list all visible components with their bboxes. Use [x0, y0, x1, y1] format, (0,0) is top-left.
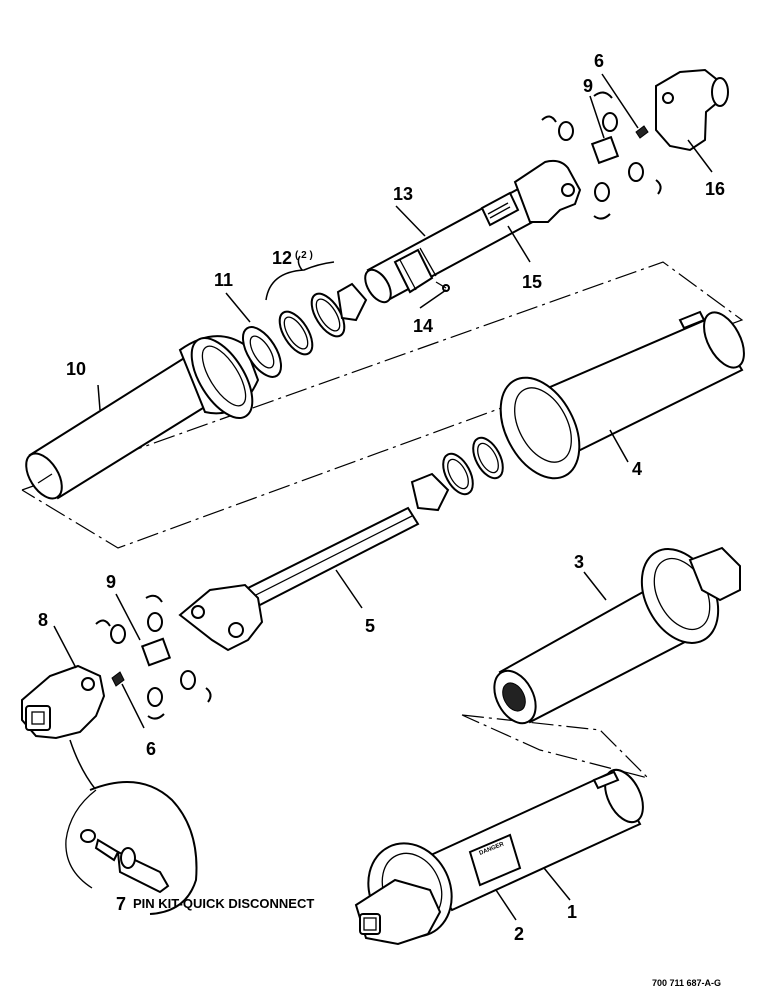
part-12-snap-rings [278, 282, 368, 356]
part-11-bearing-ring [241, 326, 283, 378]
pin-kit-label: PIN KIT-QUICK DISCONNECT [133, 896, 314, 911]
callout-14: 14 [413, 316, 433, 336]
part-1-2-guard-assembly: DANGER [354, 768, 644, 946]
callouts: 1 2 3 4 5 6 6 7 PIN KIT-QUICK DISCONNECT… [38, 51, 725, 944]
bottom-u-joint-assembly [21, 594, 212, 740]
callout-2: 2 [514, 924, 524, 944]
part-5-inner-shaft [178, 506, 420, 652]
part-4-outer-guard [499, 310, 745, 480]
part-13-inner-shaft-yoke [364, 159, 582, 304]
callout-15: 15 [522, 272, 542, 292]
danger-decal [468, 833, 522, 887]
callout-1: 1 [567, 902, 577, 922]
callout-7-number: 7 [116, 894, 126, 914]
callout-6-bottom: 6 [146, 739, 156, 759]
callout-12-quantity: ( 2 ) [295, 250, 313, 261]
drawing-number: 700 711 687-A-G [652, 978, 721, 988]
callout-16: 16 [705, 179, 725, 199]
top-u-joint-assembly [541, 68, 729, 220]
part-3-outer-guard-tube [493, 546, 741, 725]
callout-10: 10 [66, 359, 86, 379]
callout-4: 4 [632, 459, 642, 479]
callout-9-top: 9 [583, 76, 593, 96]
part-7-pin-kit [65, 739, 198, 915]
callout-6-top: 6 [594, 51, 604, 71]
callout-11: 11 [214, 270, 233, 290]
callout-13: 13 [393, 184, 413, 204]
leader-lines [53, 73, 713, 921]
phantom-lines [21, 261, 744, 780]
callout-3: 3 [574, 552, 584, 572]
part-14-grease-fitting [435, 281, 450, 292]
middle-snap-rings [410, 436, 504, 512]
part-15-warning-decal [480, 191, 520, 227]
callout-5: 5 [365, 616, 375, 636]
callout-12-number: 12 [272, 248, 292, 268]
part-10-outer-guard-tube [25, 335, 260, 500]
callout-8: 8 [38, 610, 48, 630]
callout-9-bottom: 9 [106, 572, 116, 592]
